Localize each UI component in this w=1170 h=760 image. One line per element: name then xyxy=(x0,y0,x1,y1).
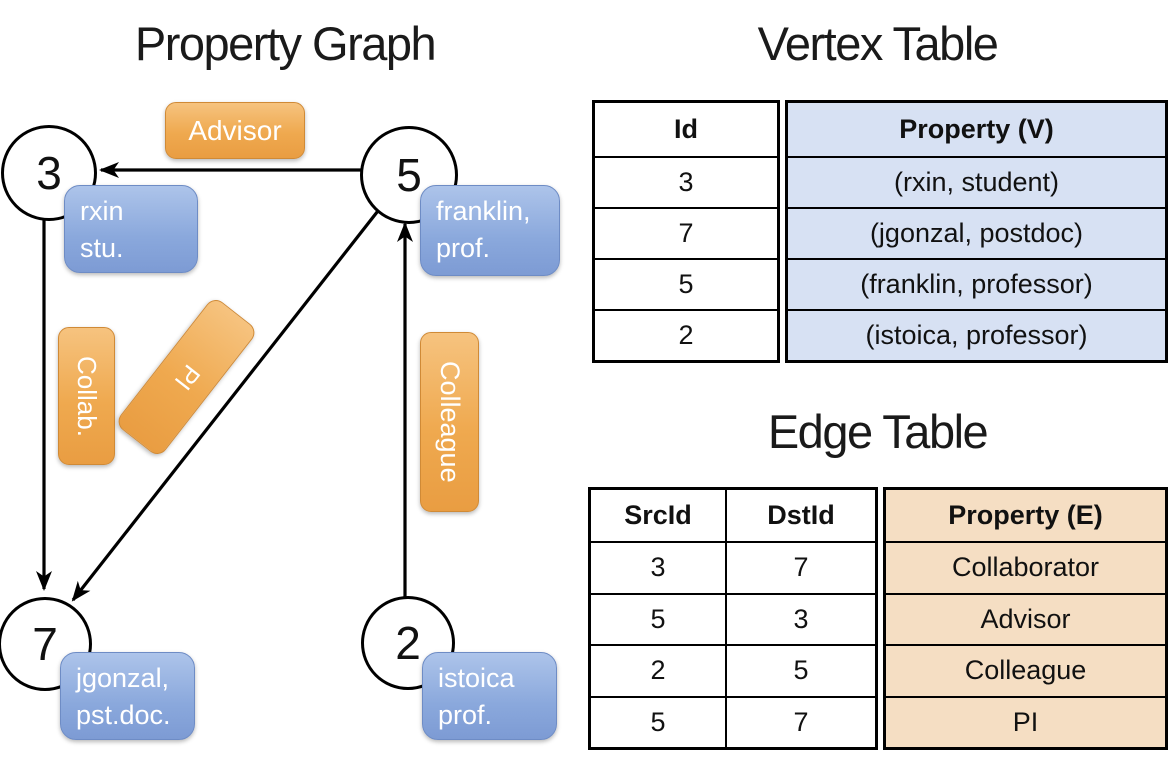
vertex-property-line: jgonzal, xyxy=(76,663,170,693)
table-row: 2 xyxy=(592,309,780,363)
table-row: (jgonzal, postdoc) xyxy=(785,207,1168,260)
edge-label-text: Collab. xyxy=(72,355,102,437)
edge-label-colleague: Colleague xyxy=(420,332,479,512)
vertex-property-line: franklin, xyxy=(436,196,531,226)
edge-dstid-cell: 3 xyxy=(725,592,878,647)
edge-property-table: Property (E) Collaborator Advisor Collea… xyxy=(883,487,1168,751)
table-row: 5 3 xyxy=(588,592,878,647)
edge-label-text: Advisor xyxy=(188,114,282,146)
vertex-property-cell: (istoica, professor) xyxy=(785,309,1168,363)
edge-property-cell: Colleague xyxy=(883,644,1168,698)
vertex-property-box-jgonzal: jgonzal, pst.doc. xyxy=(60,652,195,740)
vertex-property-line: rxin xyxy=(80,196,124,226)
graph-edges-canvas xyxy=(36,162,413,602)
edge-dstid-cell: 5 xyxy=(725,644,878,698)
edge-table-header-srcid: SrcId xyxy=(588,487,727,543)
edge-label-text: Colleague xyxy=(435,361,465,483)
vertex-property-box-istoica: istoica prof. xyxy=(422,652,557,740)
vertex-property-box-franklin: franklin, prof. xyxy=(420,185,560,276)
edge-srcdst-table: SrcId DstId 3 7 5 3 2 5 5 7 xyxy=(588,487,878,751)
vertex-property-line: prof. xyxy=(436,233,491,263)
edge-label-text: PI xyxy=(168,359,206,396)
vertex-id-cell: 7 xyxy=(592,207,780,260)
table-row: (franklin, professor) xyxy=(785,258,1168,311)
vertex-table-header-property: Property (V) xyxy=(785,100,1168,158)
vertex-table-header-id: Id xyxy=(592,100,780,158)
edge-label-collab: Collab. xyxy=(58,327,115,465)
node-id-2: 2 xyxy=(395,617,421,669)
edge-property-cell: PI xyxy=(883,695,1168,750)
node-id-3: 3 xyxy=(36,147,62,199)
edge-label-advisor: Advisor xyxy=(165,102,305,159)
edge-pi-5-to-7 xyxy=(71,206,383,602)
vertex-property-cell: (rxin, student) xyxy=(785,156,1168,209)
vertex-property-cell: (franklin, professor) xyxy=(785,258,1168,311)
edge-srcid-cell: 5 xyxy=(588,592,727,647)
edge-table-header-property: Property (E) xyxy=(883,487,1168,543)
edge-srcid-cell: 2 xyxy=(588,644,727,698)
table-row: 5 xyxy=(592,258,780,311)
node-id-5: 5 xyxy=(396,149,422,201)
table-row: 3 xyxy=(592,156,780,209)
vertex-id-cell: 3 xyxy=(592,156,780,209)
table-row: (rxin, student) xyxy=(785,156,1168,209)
edge-table-title: Edge Table xyxy=(767,405,989,458)
table-row: 7 xyxy=(592,207,780,260)
edge-property-cell: Advisor xyxy=(883,592,1168,647)
table-row: Advisor xyxy=(883,592,1168,647)
node-circle-2: 2 xyxy=(361,596,455,690)
property-graph-title: Property Graph xyxy=(134,17,437,70)
vertex-id-cell: 2 xyxy=(592,309,780,363)
table-row: PI xyxy=(883,695,1168,750)
vertex-property-box-rxin: rxin stu. xyxy=(64,185,198,273)
vertex-property-line: istoica xyxy=(438,663,515,693)
edge-dstid-cell: 7 xyxy=(725,541,878,595)
edge-srcid-cell: 3 xyxy=(588,541,727,595)
vertex-property-table: Property (V) (rxin, student) (jgonzal, p… xyxy=(785,100,1168,363)
node-circle-5: 5 xyxy=(360,126,458,224)
table-row: 5 7 xyxy=(588,695,878,750)
vertex-id-cell: 5 xyxy=(592,258,780,311)
edge-table-header-dstid: DstId xyxy=(725,487,878,543)
edge-property-cell: Collaborator xyxy=(883,541,1168,595)
vertex-id-table: Id 3 7 5 2 xyxy=(592,100,780,363)
table-row: Colleague xyxy=(883,644,1168,698)
edge-dstid-cell: 7 xyxy=(725,695,878,750)
table-row: 3 7 xyxy=(588,541,878,595)
vertex-property-cell: (jgonzal, postdoc) xyxy=(785,207,1168,260)
vertex-property-line: stu. xyxy=(80,233,124,263)
vertex-property-line: pst.doc. xyxy=(76,700,171,730)
vertex-table-title: Vertex Table xyxy=(757,17,999,70)
table-row: Collaborator xyxy=(883,541,1168,595)
table-row: (istoica, professor) xyxy=(785,309,1168,363)
node-id-7: 7 xyxy=(32,618,58,670)
edge-srcid-cell: 5 xyxy=(588,695,727,750)
table-row: 2 5 xyxy=(588,644,878,698)
vertex-property-line: prof. xyxy=(438,700,493,730)
